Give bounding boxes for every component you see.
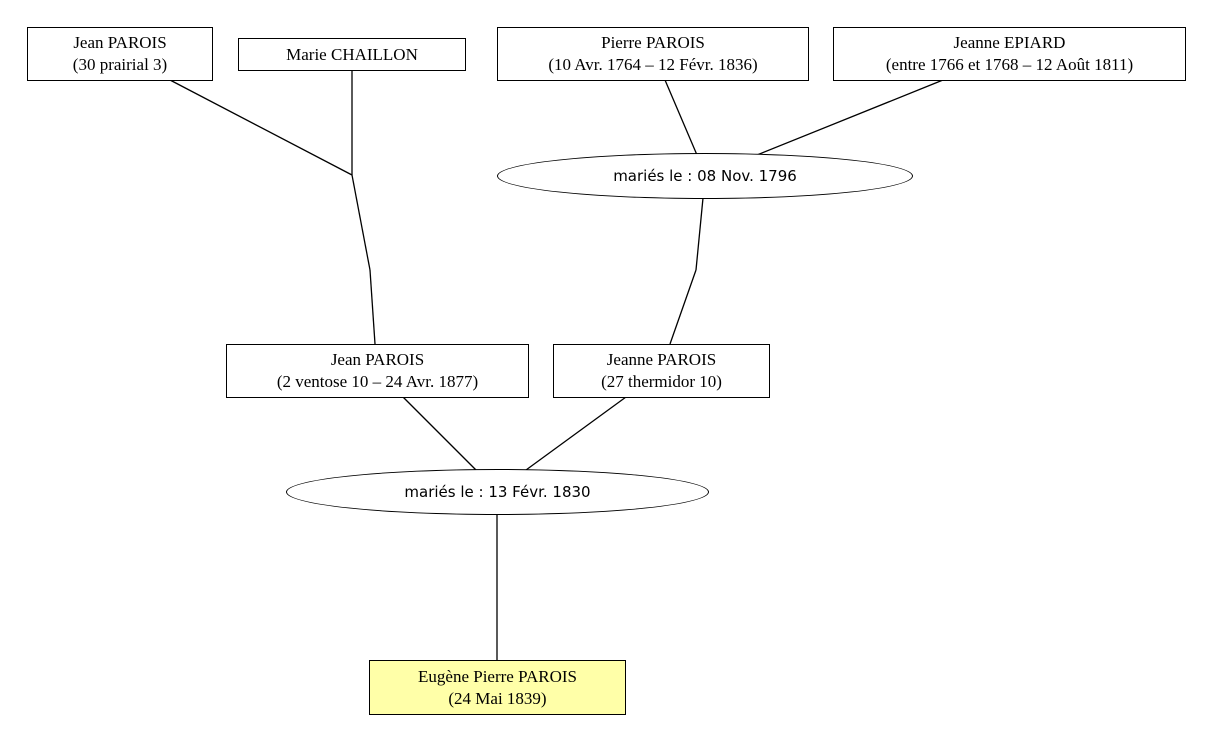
edge-jeanne-parois-to-union xyxy=(525,396,627,471)
edge-kink-to-jeanne-parois xyxy=(669,269,697,345)
union-jean-jeanne-parois[interactable]: mariés le : 13 Févr. 1830 xyxy=(286,469,709,515)
person-dates: (30 prairial 3) xyxy=(72,55,168,74)
person-name: Jeanne EPIARD xyxy=(953,33,1066,52)
person-jeanne-epiard[interactable]: Jeanne EPIARD (entre 1766 et 1768 – 12 A… xyxy=(833,27,1186,81)
person-dates: (27 thermidor 10) xyxy=(601,372,722,391)
person-eugene-pierre-parois[interactable]: Eugène Pierre PAROIS (24 Mai 1839) xyxy=(369,660,626,715)
edge-jeanne-epiard-to-union xyxy=(756,79,944,156)
person-dates: (24 Mai 1839) xyxy=(448,688,547,708)
edge-junction-to-kink-1 xyxy=(351,174,371,271)
person-name: Eugène Pierre PAROIS xyxy=(418,666,577,686)
person-dates: (10 Avr. 1764 – 12 Févr. 1836) xyxy=(548,55,758,74)
person-name: Marie CHAILLON xyxy=(286,44,418,64)
person-jean-parois-father[interactable]: Jean PAROIS (2 ventose 10 – 24 Avr. 1877… xyxy=(226,344,529,398)
person-name: Jean PAROIS xyxy=(330,350,425,369)
edge-union-to-kink-2 xyxy=(695,197,704,271)
person-name: Pierre PAROIS xyxy=(601,33,705,52)
union-label: mariés le : 08 Nov. 1796 xyxy=(613,167,797,185)
union-pierre-jeanne-epiard[interactable]: mariés le : 08 Nov. 1796 xyxy=(497,153,913,199)
person-pierre-parois[interactable]: Pierre PAROIS (10 Avr. 1764 – 12 Févr. 1… xyxy=(497,27,809,81)
edge-kink-to-jean-father xyxy=(369,269,376,345)
edge-pierre-to-union xyxy=(664,79,698,156)
edge-jean-gf-to-junction xyxy=(169,79,353,176)
person-jean-parois-grandfather[interactable]: Jean PAROIS (30 prairial 3) xyxy=(27,27,213,81)
union-label: mariés le : 13 Févr. 1830 xyxy=(404,483,591,501)
person-jeanne-parois[interactable]: Jeanne PAROIS (27 thermidor 10) xyxy=(553,344,770,398)
person-name: Jean PAROIS xyxy=(73,33,167,52)
person-marie-chaillon[interactable]: Marie CHAILLON xyxy=(238,38,466,71)
person-dates: (entre 1766 et 1768 – 12 Août 1811) xyxy=(885,55,1134,74)
person-name: Jeanne PAROIS xyxy=(606,350,717,369)
edge-jean-father-to-union xyxy=(402,396,477,471)
person-dates: (2 ventose 10 – 24 Avr. 1877) xyxy=(276,372,479,391)
